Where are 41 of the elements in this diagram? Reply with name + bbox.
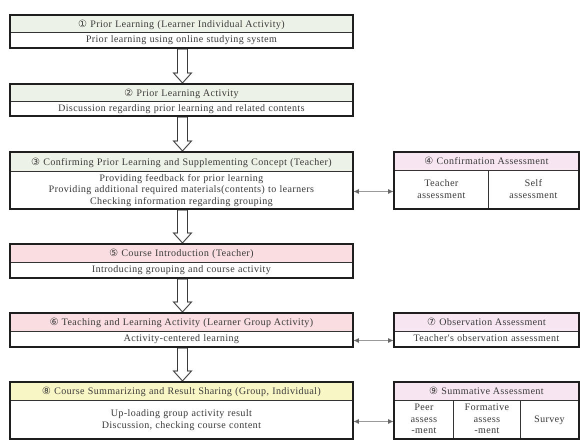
stage-box xyxy=(9,243,354,279)
stage-heading: ① Prior Learning (Learner Individual Activity) xyxy=(11,16,352,33)
stage-text: Checking information regarding grouping xyxy=(90,196,274,208)
stage-text: Introducing grouping and course activity xyxy=(92,264,272,276)
stage-text: Up-loading group activity result xyxy=(110,408,252,420)
cell-text: Formative assess -ment xyxy=(464,402,510,437)
stage-box xyxy=(9,312,354,348)
double-arrow xyxy=(354,419,394,424)
assessment-heading: ⑦ Observation Assessment xyxy=(395,314,578,332)
stage-text: Activity-centered learning xyxy=(124,333,240,345)
assessment-heading: ④ Confirmation Assessment xyxy=(395,153,578,171)
assessment-heading: ⑨ Summative Assessment xyxy=(395,383,578,401)
block-arrow xyxy=(172,348,193,382)
assessment-box xyxy=(393,381,580,440)
stage-text: Prior learning using online studying system xyxy=(86,34,278,46)
double-arrow xyxy=(354,189,394,194)
block-arrow xyxy=(172,48,193,84)
stage-heading: ⑤ Course Introduction (Teacher) xyxy=(11,245,352,263)
stage-heading: ⑥ Teaching and Learning Activity (Learner Group Activity) xyxy=(11,314,352,332)
stage-box xyxy=(9,381,354,440)
block-arrow xyxy=(172,210,193,244)
stage-text: Discussion regarding prior learning and related contents xyxy=(58,102,305,114)
assessment-box xyxy=(393,151,580,210)
cell-text: Survey xyxy=(534,414,565,426)
stage-box xyxy=(9,151,354,210)
stage-box xyxy=(9,14,354,49)
stage-box xyxy=(9,83,354,117)
stage-heading: ⑧ Course Summarizing and Result Sharing (Group, Individual) xyxy=(11,383,352,401)
stage-heading: ③ Confirming Prior Learning and Supplementing Concept (Teacher) xyxy=(11,153,352,172)
cell-text: Peer assess -ment xyxy=(410,402,438,437)
assessment-text: Teacher's observation assessment xyxy=(413,333,560,345)
cell-text: Self assessment xyxy=(509,178,558,201)
block-arrow xyxy=(172,278,193,313)
assessment-box xyxy=(393,312,580,348)
stage-text: Providing feedback for prior learning xyxy=(99,172,264,184)
stage-heading: ② Prior Learning Activity xyxy=(11,85,352,102)
double-arrow xyxy=(354,338,394,343)
block-arrow xyxy=(172,116,193,152)
stage-text: Discussion, checking course content xyxy=(102,420,262,431)
cell-text: Teacher assessment xyxy=(417,178,466,201)
stage-text: Providing additional required materials(contents) to learners xyxy=(48,184,314,196)
